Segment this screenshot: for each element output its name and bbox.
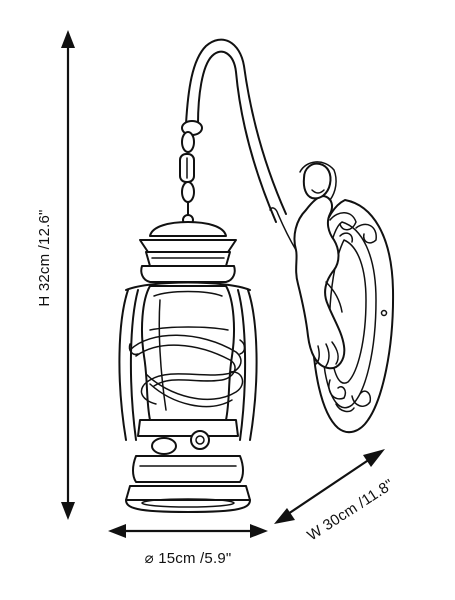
hanging-arm <box>181 38 287 223</box>
figure-bracket <box>269 161 346 370</box>
lantern-fuel-tank <box>132 455 244 483</box>
height-arrow-bottom <box>61 502 75 520</box>
globe-mid-line <box>149 326 229 331</box>
width-dimension: W 30cm /11.8" <box>274 449 397 544</box>
lantern <box>118 221 258 513</box>
burner-wick-knob <box>190 430 210 450</box>
burner-knob-left <box>151 437 177 455</box>
arm-inner-curve <box>197 50 277 223</box>
wire-guard-loop-right <box>239 339 246 355</box>
scroll-ornament-top-right <box>355 223 377 244</box>
scroll-ornament-top-mid <box>339 232 354 243</box>
globe-top-highlight <box>153 290 223 297</box>
lantern-base-bottom <box>125 499 251 513</box>
width-dimension-line <box>281 454 377 519</box>
height-dimension: H 32cm /12.6" <box>36 30 75 520</box>
screw-hole-right <box>380 309 388 317</box>
wire-guard-swirl-2 <box>135 344 236 387</box>
height-label: H 32cm /12.6" <box>36 209 53 306</box>
width-arrow-left <box>274 508 295 524</box>
diameter-dimension: ⌀ 15cm /5.9" <box>108 524 268 567</box>
width-label: W 30cm /11.8" <box>304 476 397 544</box>
lantern-top-cap <box>149 221 227 237</box>
lantern-top-band <box>145 251 231 267</box>
scroll-ornament-bottom-left <box>328 379 347 400</box>
lantern-base-top <box>125 485 251 501</box>
lantern-frame-top-arc <box>125 281 251 291</box>
lantern-upper-collar <box>140 265 236 283</box>
burner-wick-knob-center <box>195 435 205 445</box>
figure-face <box>311 189 325 194</box>
wire-guard-swirl-3 <box>145 371 244 400</box>
wire-guard-swirl-1 <box>129 334 242 405</box>
chain-link-1 <box>181 131 195 153</box>
lantern-frame-right-outer <box>247 289 258 441</box>
wire-guard-loop-left <box>128 343 139 356</box>
diameter-arrow-left <box>108 524 126 538</box>
diameter-label: ⌀ 15cm /5.9" <box>145 550 232 567</box>
lantern-frame-left-inner <box>129 289 139 441</box>
lantern-base-ring <box>141 498 235 508</box>
figure-fin-1 <box>331 341 339 365</box>
lantern-top-rim <box>139 239 237 253</box>
back-plate-center <box>328 239 367 384</box>
scroll-ornament-bottom-mid <box>335 403 355 413</box>
wire-guard-swirl-4 <box>149 383 233 408</box>
width-arrow-right <box>363 449 385 467</box>
figure-tail-line-1 <box>325 281 343 313</box>
figure-arm <box>269 207 297 251</box>
chain <box>179 131 195 226</box>
figure-fin-2 <box>325 343 330 367</box>
lantern-glass-globe <box>141 285 235 421</box>
height-arrow-top <box>61 30 75 48</box>
globe-highlight-left <box>158 299 167 411</box>
figure-hair <box>299 161 337 201</box>
scroll-ornament-top-left <box>329 212 357 231</box>
lantern-burner-band <box>137 419 239 437</box>
scroll-ornament-bottom-right <box>351 390 372 407</box>
lantern-frame-left-outer <box>118 289 129 441</box>
arm-outer-curve <box>185 38 287 215</box>
figure-fin-3 <box>315 345 321 365</box>
lantern-frame-right-inner <box>237 289 247 441</box>
diameter-arrow-right <box>250 524 268 538</box>
chain-link-3 <box>181 181 195 203</box>
